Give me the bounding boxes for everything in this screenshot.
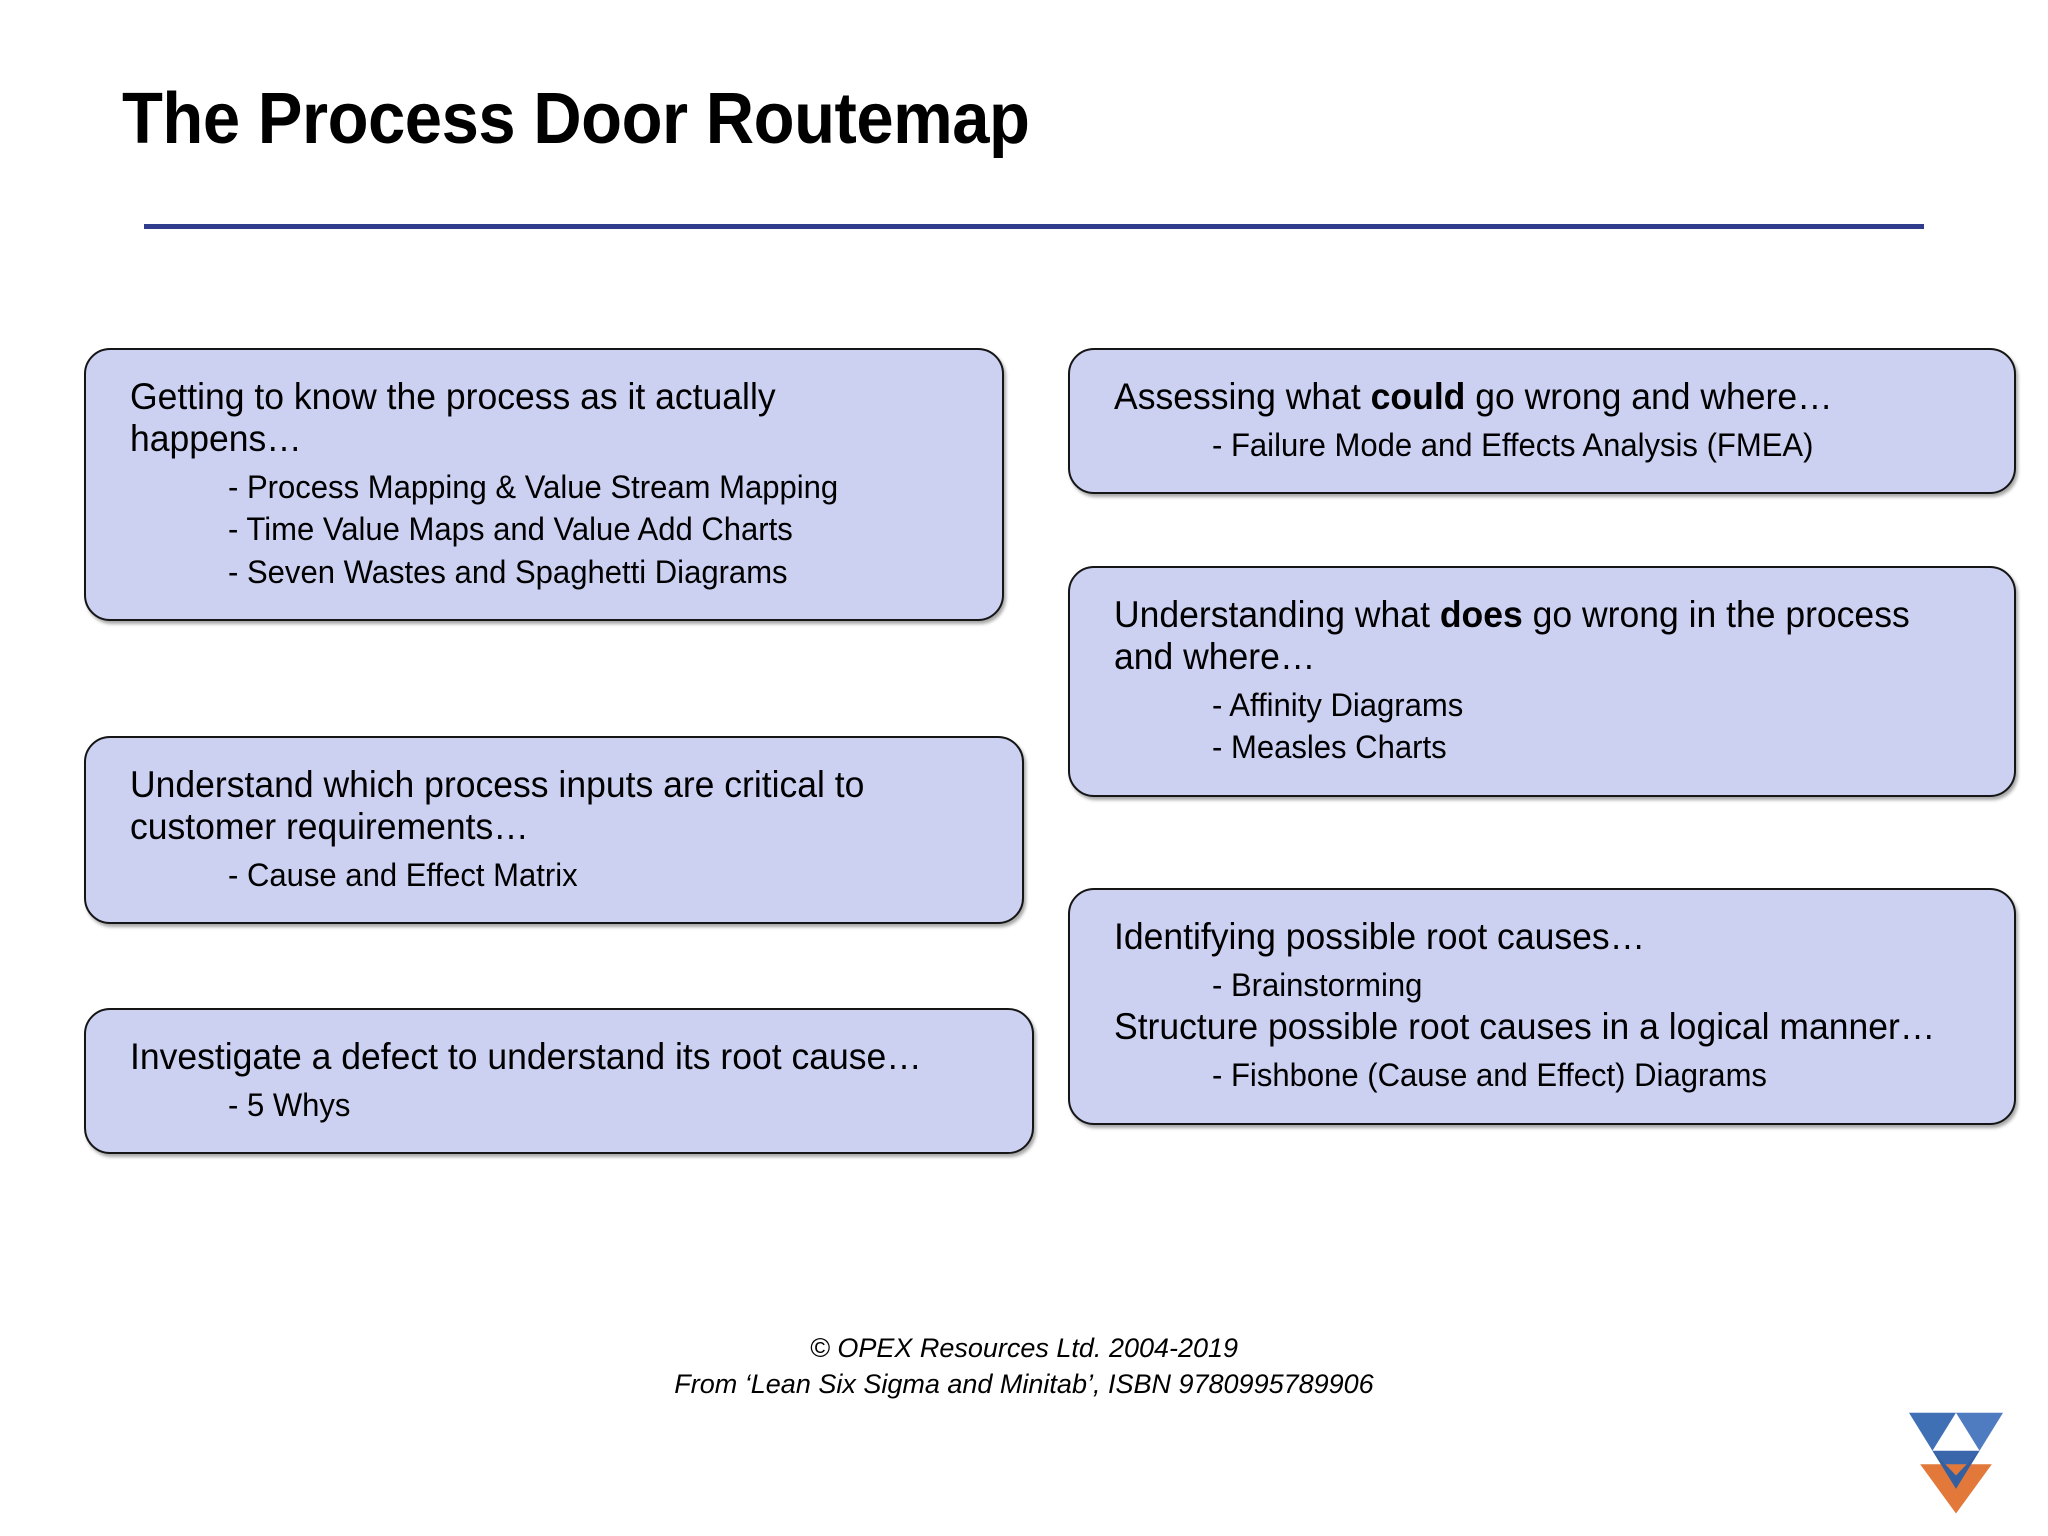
box-bullet-list: - Brainstorming — [1114, 964, 1984, 1007]
box-headline: Assessing what could go wrong and where… — [1114, 376, 1949, 418]
headline-text-part: Understanding what — [1114, 594, 1440, 635]
list-item: - Failure Mode and Effects Analysis (FME… — [1212, 426, 1814, 463]
box-headline: Investigate a defect to understand its r… — [130, 1036, 922, 1077]
box-bullet-list: - Process Mapping & Value Stream Mapping… — [130, 466, 972, 594]
list-item: - Brainstorming — [1212, 966, 1423, 1003]
list-item: - Cause and Effect Matrix — [228, 856, 578, 893]
list-item: - Affinity Diagrams — [1212, 686, 1464, 723]
headline-emphasis: could — [1370, 376, 1466, 417]
headline-text-part: Assessing what — [1114, 376, 1371, 417]
box-getting-to-know-process[interactable]: Getting to know the process as it actual… — [84, 348, 1004, 622]
box-bullet-list: - Affinity Diagrams - Measles Charts — [1114, 684, 1984, 769]
page-title: The Process Door Routemap — [122, 79, 1030, 159]
footer-credits: © OPEX Resources Ltd. 2004-2019 From ‘Le… — [0, 1330, 2048, 1403]
source-line: From ‘Lean Six Sigma and Minitab’, ISBN … — [674, 1369, 1374, 1400]
opex-chevron-logo-icon — [1908, 1412, 2004, 1514]
box-assessing-what-could-go-wrong[interactable]: Assessing what could go wrong and where…… — [1068, 348, 2016, 495]
list-item: - Measles Charts — [1212, 729, 1447, 766]
box-bullet-list-secondary: - Fishbone (Cause and Effect) Diagrams — [1114, 1054, 1984, 1097]
copyright-line: © OPEX Resources Ltd. 2004-2019 — [809, 1333, 1239, 1363]
page-title-block: The Process Door Routemap — [122, 79, 1922, 159]
title-underline-rule — [144, 224, 1924, 229]
box-bullet-list: - Failure Mode and Effects Analysis (FME… — [1114, 424, 1984, 467]
box-root-causes[interactable]: Identifying possible root causes… - Brai… — [1068, 888, 2016, 1125]
box-bullet-list: - 5 Whys — [130, 1084, 1002, 1127]
box-headline: Understanding what does go wrong in the … — [1114, 594, 1949, 678]
box-understanding-what-does-go-wrong[interactable]: Understanding what does go wrong in the … — [1068, 566, 2016, 797]
box-bullet-list: - Cause and Effect Matrix — [130, 854, 992, 897]
box-critical-process-inputs[interactable]: Understand which process inputs are crit… — [84, 736, 1024, 925]
box-headline-secondary: Structure possible root causes in a logi… — [1114, 1006, 1936, 1048]
box-investigate-defect[interactable]: Investigate a defect to understand its r… — [84, 1008, 1034, 1155]
list-item: - 5 Whys — [228, 1086, 351, 1123]
list-item: - Fishbone (Cause and Effect) Diagrams — [1212, 1057, 1767, 1094]
box-headline: Identifying possible root causes… — [1114, 916, 1646, 957]
box-headline: Understand which process inputs are crit… — [130, 764, 865, 847]
list-item: - Seven Wastes and Spaghetti Diagrams — [228, 553, 788, 590]
headline-text-part: go wrong in the process and where… — [1114, 594, 1910, 677]
headline-text-part: go wrong and where… — [1465, 376, 1833, 417]
list-item: - Process Mapping & Value Stream Mapping — [228, 468, 839, 505]
headline-emphasis: does — [1439, 594, 1523, 635]
box-headline: Getting to know the process as it actual… — [130, 376, 776, 459]
list-item: - Time Value Maps and Value Add Charts — [228, 511, 793, 548]
